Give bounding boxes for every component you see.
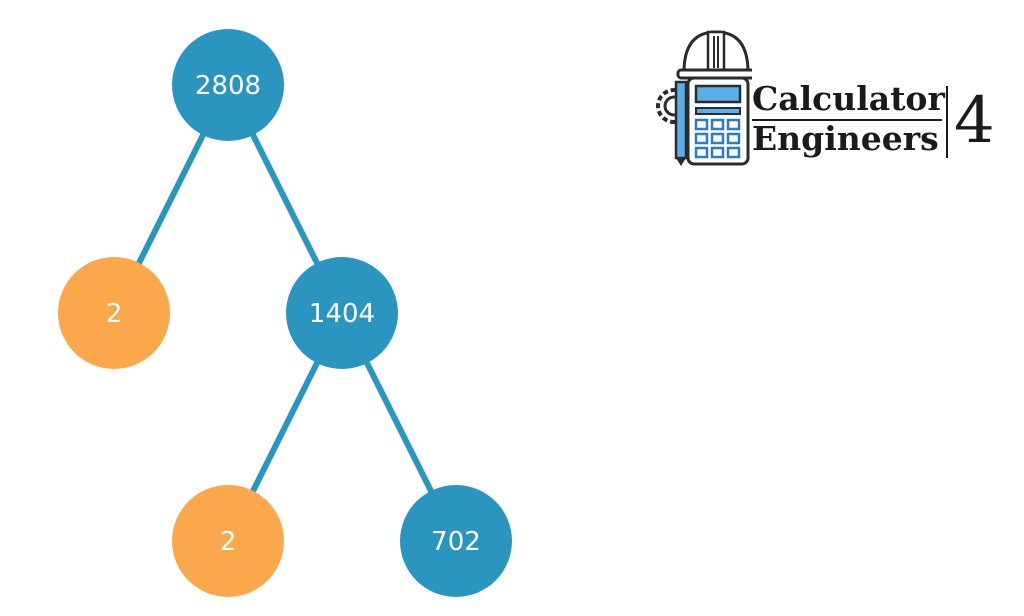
node-label: 1404 [309,299,375,329]
node-circle [286,257,398,369]
node-circle [172,485,284,597]
logo-divider [946,86,948,158]
hardhat-icon [676,30,752,80]
composite-node: 1404 [286,257,398,369]
pencil-icon [674,80,688,166]
node-label: 702 [431,527,481,557]
node-label: 2 [220,527,237,557]
tree-nodes: 2808 2 1404 2 702 [58,29,512,597]
composite-node: 2808 [172,29,284,141]
calculator4engineers-logo: Calculator Engineers 4 [648,26,998,168]
calculator-hardhat-icon [656,30,752,166]
node-label: 2 [106,299,123,329]
node-circle [400,485,512,597]
node-circle [172,29,284,141]
prime-factor-node: 2 [58,257,170,369]
logo-number: 4 [954,84,995,158]
logo-text-engineers: Engineers [752,119,939,158]
composite-node: 702 [400,485,512,597]
node-circle [58,257,170,369]
prime-factor-node: 2 [172,485,284,597]
calculator-body [686,76,750,166]
logo-underline [752,119,942,121]
logo-text-calculator: Calculator [752,79,945,118]
node-label: 2808 [195,71,261,101]
